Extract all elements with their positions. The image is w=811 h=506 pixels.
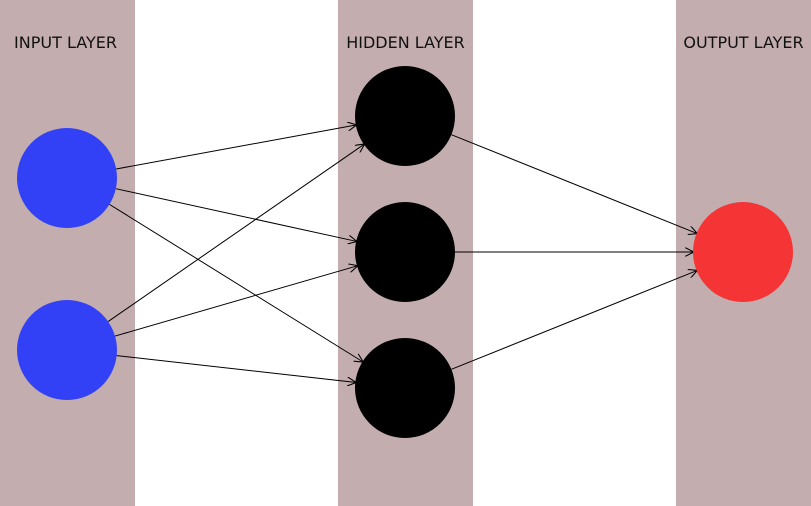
edge-input-1-to-hidden-3	[109, 203, 362, 361]
output-layer-label: OUTPUT LAYER	[683, 33, 804, 52]
hidden-layer-label: HIDDEN LAYER	[346, 33, 465, 52]
edge-input-2-to-hidden-1	[107, 144, 364, 322]
edge-input-2-to-hidden-2	[114, 266, 357, 337]
edge-input-1-to-hidden-2	[115, 188, 356, 242]
edge-hidden-3-to-output-1	[451, 271, 696, 370]
hidden-1-node	[355, 66, 455, 166]
connections	[107, 125, 697, 383]
input-2-node	[17, 300, 117, 400]
edge-input-2-to-hidden-3	[116, 355, 356, 383]
hidden-2-node	[355, 202, 455, 302]
input-layer-label: INPUT LAYER	[14, 33, 117, 52]
input-1-node	[17, 128, 117, 228]
nodes	[17, 66, 793, 438]
hidden-3-node	[355, 338, 455, 438]
output-1-node	[693, 202, 793, 302]
edge-input-1-to-hidden-1	[116, 125, 356, 170]
input-layer-band	[0, 0, 135, 506]
edge-hidden-1-to-output-1	[451, 134, 696, 234]
